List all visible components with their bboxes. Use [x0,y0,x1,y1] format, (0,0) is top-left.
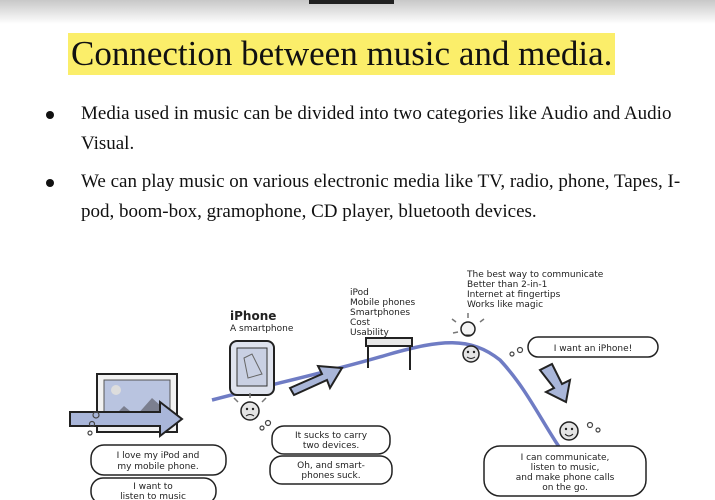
title-wrap: Connection between music and media. [68,33,616,75]
svg-text:It sucks to carry: It sucks to carry [295,431,368,441]
bubble-want-music: I want to listen to music [90,477,217,500]
bullet-list: Media used in music can be divided into … [44,99,684,235]
benefit-item: Works like magic [467,300,543,310]
benefit-item: The best way to communicate [466,270,604,280]
journey-illustration: iPhone A smartphone iPod Mobile phones S… [69,270,659,500]
feature-item: iPod [350,288,369,298]
feature-item: Usability [350,328,390,338]
iphone-subtitle: A smartphone [230,324,294,334]
svg-text:I want an iPhone!: I want an iPhone! [554,344,633,354]
iphone-icon [229,340,275,396]
feature-item: Mobile phones [350,298,416,308]
svg-text:and make phone calls: and make phone calls [516,473,615,483]
svg-text:listen to music: listen to music [120,492,186,500]
sad-face-icon [233,393,267,421]
arrow-up-right-icon [288,364,344,397]
feature-item: Smartphones [350,308,410,318]
bubble-smartphones-suck: Oh, and smart- phones suck. [269,455,393,485]
bullet-dot-icon [46,179,54,187]
arrow-down-icon [538,362,572,404]
happy-face-icon [559,421,579,441]
svg-text:Oh, and smart-: Oh, and smart- [297,461,365,471]
bubble-want-iphone: I want an iPhone! [527,336,659,358]
bubble-love-ipod: I love my iPod and my mobile phone. [90,444,227,476]
feature-item: Cost [350,318,370,328]
svg-text:I can communicate,: I can communicate, [521,453,610,463]
benefit-item: Better than 2-in-1 [467,280,547,290]
slide-title: Connection between music and media. [68,33,616,75]
bullet-dot-icon [46,111,54,119]
bullet-item-2: We can play music on various electronic … [44,167,684,227]
svg-text:I want to: I want to [133,482,173,492]
svg-text:on the go.: on the go. [542,483,588,493]
journey-path [211,341,572,464]
hurdle-icon [365,337,413,370]
lightbulb-idea-icon [451,313,485,363]
arrow-right-icon [69,399,184,439]
bubble-sucks-carry: It sucks to carry two devices. [271,425,391,455]
svg-text:listen to music,: listen to music, [531,463,600,473]
iphone-title: iPhone [230,309,276,323]
benefit-item: Internet at fingertips [467,290,561,300]
bullet-item-1: Media used in music can be divided into … [44,99,684,159]
svg-text:my mobile phone.: my mobile phone. [117,462,198,472]
bubble-can-communicate: I can communicate, listen to music, and … [483,445,647,497]
top-tab-indicator [309,0,394,4]
bullet-text: We can play music on various electronic … [81,171,681,222]
top-bar [0,0,715,24]
svg-text:two devices.: two devices. [303,441,359,451]
svg-text:I love my iPod and: I love my iPod and [117,451,200,461]
bullet-text: Media used in music can be divided into … [81,103,672,154]
svg-text:phones suck.: phones suck. [301,471,360,481]
